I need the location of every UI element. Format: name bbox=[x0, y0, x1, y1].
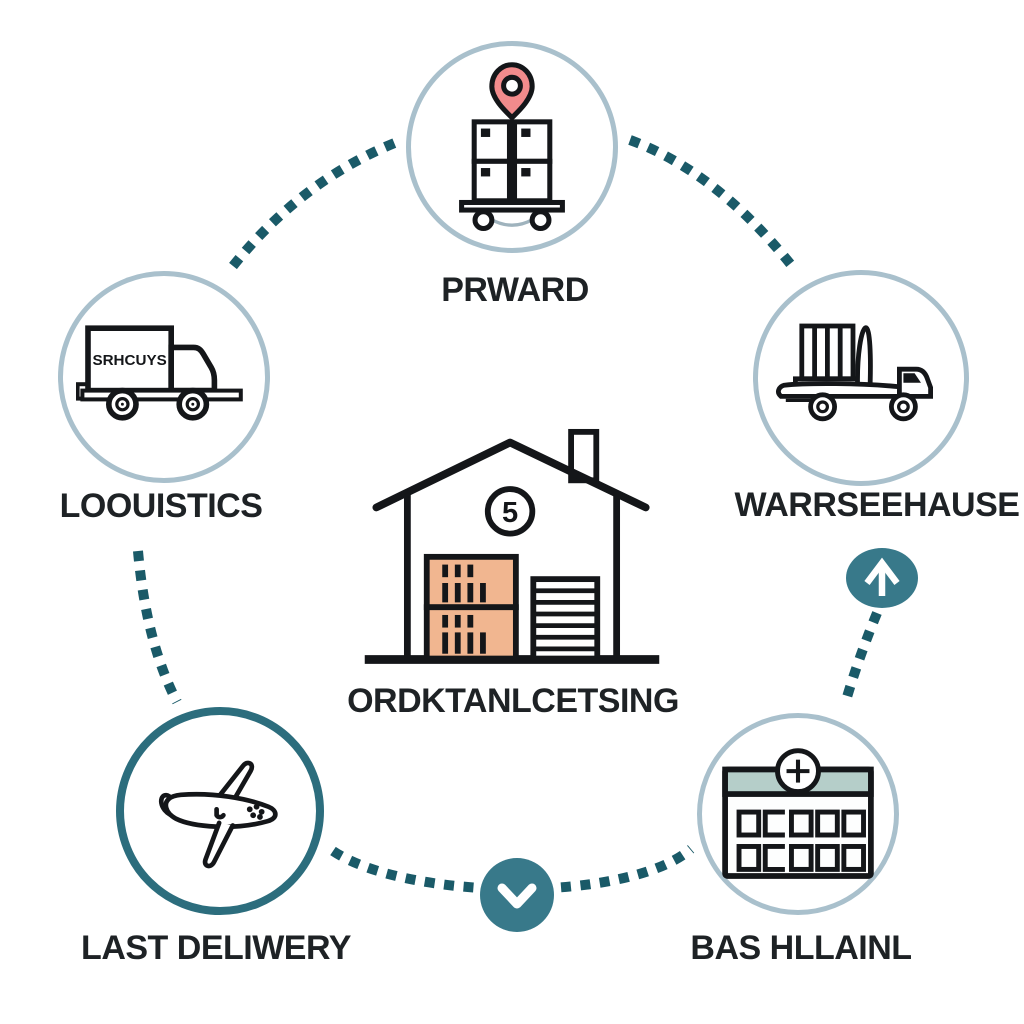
pickup-label: PRWARD bbox=[441, 271, 589, 309]
flatbed-bed bbox=[776, 381, 902, 399]
warehouse-node-circle bbox=[753, 270, 969, 486]
scheduling-label: BAS HLLAINL bbox=[690, 929, 912, 967]
up-arrow-badge bbox=[846, 548, 918, 608]
shutter-door-slats bbox=[533, 588, 598, 652]
cart-platform bbox=[459, 199, 565, 213]
truck-cab bbox=[168, 344, 218, 394]
cart-axle-curve bbox=[490, 217, 534, 227]
chevron-badge-circle bbox=[480, 858, 554, 932]
plane-nose-dots bbox=[246, 803, 265, 820]
pickup-node-circle bbox=[406, 41, 618, 253]
location-pin-hole bbox=[501, 74, 523, 97]
box-truck-icon: SRHCUYS bbox=[76, 325, 243, 421]
plane-wing-lower bbox=[202, 820, 236, 869]
cart-wheel-left bbox=[472, 209, 495, 231]
plane-fuselage bbox=[163, 791, 278, 830]
truck-wheels bbox=[106, 387, 210, 421]
scheduling-node-circle bbox=[697, 713, 899, 915]
crate-marks bbox=[442, 564, 486, 654]
connector-pickup-logistics bbox=[229, 137, 399, 270]
last-delivery-label: LAST DELIWERY bbox=[81, 929, 351, 967]
box-label-marks bbox=[480, 128, 531, 177]
plane-window-mark bbox=[214, 806, 226, 820]
boxes-on-cart-with-location-pin-icon bbox=[459, 62, 565, 231]
connector-lastdelivery-scheduling bbox=[330, 845, 695, 894]
flatbed-wheels bbox=[808, 392, 918, 422]
chevron-down-badge bbox=[480, 858, 554, 932]
flatbed-crate bbox=[793, 323, 862, 390]
calendar-cells bbox=[736, 809, 866, 873]
plus-icon bbox=[786, 759, 810, 783]
number-badge-circle bbox=[484, 486, 536, 537]
connector-logistics-lastdelivery bbox=[133, 550, 182, 705]
order-processing-label: ORDKTANLCETSING bbox=[347, 682, 679, 720]
order-processing-node: 5 bbox=[357, 428, 667, 680]
stacked-boxes bbox=[471, 119, 553, 204]
plane-wing-upper bbox=[215, 760, 255, 806]
number-badge-text: 5 bbox=[502, 497, 518, 529]
cart-wheel-right bbox=[529, 209, 552, 231]
warehouse-label: WARRSEEHAUSE bbox=[734, 486, 1020, 524]
flatbed-cab-window bbox=[903, 373, 921, 383]
logistics-node-circle: SRHCUYS bbox=[58, 271, 270, 483]
connector-uparrow-scheduling bbox=[840, 611, 882, 706]
flatbed-truck-icon bbox=[776, 323, 933, 422]
truck-side-text: SRHCUYS bbox=[92, 352, 166, 369]
last-delivery-node-circle bbox=[116, 707, 324, 915]
logistics-label: LOOUISTICS bbox=[59, 487, 263, 525]
roof bbox=[372, 438, 650, 512]
calendar-plus-icon bbox=[722, 748, 874, 880]
airplane-icon bbox=[159, 760, 278, 869]
up-arrow-icon bbox=[864, 557, 900, 596]
truck-chassis bbox=[80, 388, 243, 402]
flatbed-boom-arm bbox=[855, 325, 873, 397]
connector-pickup-warehouse bbox=[628, 135, 800, 275]
chevron-down-icon bbox=[497, 883, 537, 909]
warehouse-building-icon: 5 bbox=[364, 428, 660, 664]
